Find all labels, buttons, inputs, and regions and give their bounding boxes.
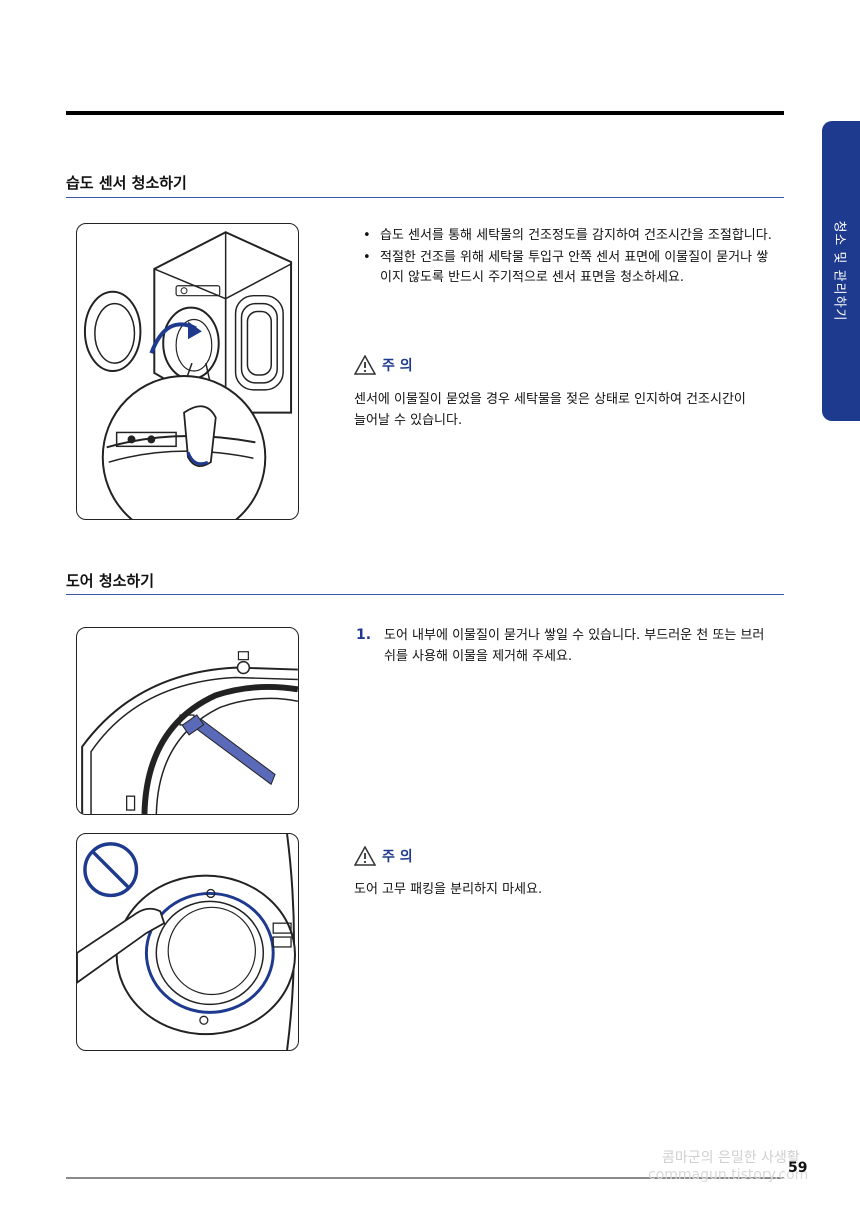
side-tab-label: 청소 및 관리하기 [831,220,847,322]
step-1: 1. 도어 내부에 이물질이 묻거나 쌓일 수 있습니다. 부드러운 천 또는 … [356,625,776,667]
section-rule-humidity [66,197,784,198]
watermark-title: 콤마군의 은밀한 사생활 [662,1150,800,1166]
caution-label: 주 의 [382,849,413,865]
caution-label: 주 의 [382,358,413,374]
caution-text-door: 도어 고무 패킹을 분리하지 마세요. [354,882,543,897]
humidity-bullet-list: 습도 센서를 통해 세탁물의 건조정도를 감지하여 건조시간을 조절합니다. 적… [358,226,778,290]
door-brush-illustration [81,651,298,814]
step-text: 도어 내부에 이물질이 묻거나 쌓일 수 있습니다. 부드러운 천 또는 브러쉬… [384,628,765,664]
figure-door-gasket [76,833,299,1051]
bullet-item: 적절한 건조를 위해 세탁물 투입구 안쪽 센서 표면에 이물질이 묻거나 쌓이… [358,248,778,288]
warning-triangle-icon [354,846,376,866]
bottom-rule [66,1177,784,1179]
watermark-url: commagun.tistory.com [648,1167,809,1183]
top-rule [66,111,784,115]
side-tab-cleaning[interactable]: 청소 및 관리하기 [822,121,860,421]
section-title-door: 도어 청소하기 [66,572,155,590]
caution-text-humidity: 센서에 이물질이 묻었을 경우 세탁물을 젖은 상태로 인지하여 건조시간이 늘… [354,392,746,428]
figure-door-brush [76,627,299,815]
prohibited-icon [83,842,139,898]
page-number: 59 [788,1160,808,1176]
caution-header-door: 주 의 [354,846,413,866]
caution-header-humidity: 주 의 [354,355,413,375]
step-number: 1. [356,627,372,643]
section-title-humidity: 습도 센서 청소하기 [66,174,187,192]
section-rule-door [66,594,784,595]
dryer-sensor-illustration [83,231,293,519]
warning-triangle-icon [354,355,376,375]
bullet-item: 습도 센서를 통해 세탁물의 건조정도를 감지하여 건조시간을 조절합니다. [358,226,778,246]
figure-dryer-sensor [76,223,299,520]
door-gasket-illustration [77,834,296,1050]
